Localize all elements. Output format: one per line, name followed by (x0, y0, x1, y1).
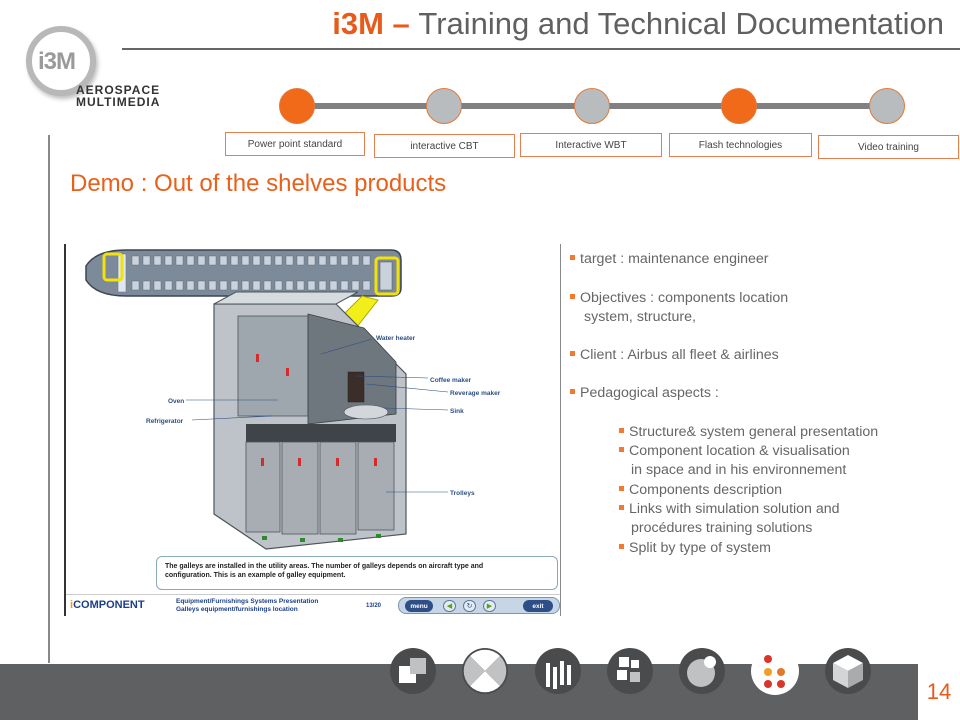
cross-wheel-icon[interactable] (460, 646, 510, 696)
module-title-line-1: Equipment/Furnishings Systems Presentati… (176, 598, 319, 605)
bullet-square-icon (619, 427, 624, 433)
galley-description-line-1: The galleys are installed in the utility… (165, 563, 484, 570)
step-label-interactive-wbt[interactable]: Interactive WBT (520, 133, 662, 157)
bullet-objectives: Objectives : components location (570, 289, 788, 308)
bars-icon[interactable] (533, 646, 583, 696)
bullet-target: target : maintenance engineer (570, 250, 769, 269)
next-arrow-icon[interactable]: ▶ (483, 600, 496, 612)
logo-line-1: AEROSPACE (76, 83, 161, 97)
galley-illustration: Water heater Coffee maker Reverage maker… (85, 249, 501, 550)
exit-button[interactable]: exit (523, 600, 553, 612)
bullet-square-icon (619, 446, 624, 452)
sub-bullet-location-cont: in space and in his environnement (631, 462, 847, 478)
step-dot-interactive-cbt[interactable] (426, 88, 462, 124)
bullet-square-icon (570, 293, 575, 299)
sub-bullet-structure: Structure& system general presentation (619, 423, 878, 442)
cube-icon[interactable] (823, 646, 873, 696)
galley-unit (213, 291, 407, 550)
step-dot-interactive-wbt[interactable] (574, 88, 610, 124)
label-refrigerator: Refrigerator (146, 418, 184, 425)
label-trolleys: Trolleys (450, 490, 475, 497)
sub-bullet-links-text: Links with simulation solution and (629, 501, 840, 517)
screenshot-footer: iCOMPONENT Equipment/Furnishings Systems… (66, 594, 560, 616)
step-dot-video[interactable] (869, 88, 905, 124)
label-sink: Sink (450, 408, 464, 415)
menu-button[interactable]: menu (405, 600, 433, 612)
company-logo: i3M AEROSPACE MULTIMEDIA (18, 22, 168, 122)
step-label-flash[interactable]: Flash technologies (669, 133, 812, 157)
step-label-power-point[interactable]: Power point standard (225, 132, 365, 156)
bullet-square-icon (570, 350, 575, 356)
bullet-square-icon (619, 504, 624, 510)
module-title: Equipment/Furnishings Systems Presentati… (176, 598, 318, 614)
overlap-squares-icon[interactable] (388, 646, 438, 696)
sub-bullet-links: Links with simulation solution and (619, 500, 840, 519)
sub-bullet-split-text: Split by type of system (629, 540, 771, 556)
bullet-pedagogical: Pedagogical aspects : (570, 384, 719, 403)
step-label-interactive-cbt[interactable]: interactive CBT (374, 134, 515, 158)
step-dot-flash[interactable] (721, 88, 757, 124)
grid-blocks-icon[interactable] (605, 646, 655, 696)
sub-bullet-description: Components description (619, 481, 782, 500)
title-dash: – (383, 6, 419, 41)
replay-icon[interactable]: ↻ (463, 600, 476, 612)
bullet-client-text: Client : Airbus all fleet & airlines (580, 347, 779, 363)
bullet-square-icon (570, 388, 575, 394)
module-page-indicator: 13/20 (366, 603, 382, 609)
bullet-square-icon (619, 543, 624, 549)
bullet-client: Client : Airbus all fleet & airlines (570, 346, 779, 365)
sphere-icon[interactable] (677, 646, 727, 696)
bullet-objectives-cont: system, structure, (584, 309, 696, 325)
bullet-target-text: target : maintenance engineer (580, 251, 769, 267)
bullet-square-icon (570, 254, 575, 260)
label-water-heater: Water heater (376, 335, 416, 342)
left-divider (48, 135, 50, 663)
label-coffee-maker: Coffee maker (430, 377, 472, 384)
component-brand-i: i (70, 599, 74, 611)
title-brand: i3M (332, 6, 384, 41)
dots-icon[interactable] (750, 646, 800, 696)
callout-leaders (186, 338, 449, 493)
bullet-pedagogical-text: Pedagogical aspects : (580, 385, 719, 401)
step-dot-power-point[interactable] (279, 88, 315, 124)
page-number: 14 (918, 664, 960, 720)
sub-bullet-location: Component location & visualisation (619, 442, 850, 461)
aircraft-plan (85, 249, 402, 297)
sub-bullet-split: Split by type of system (619, 539, 771, 558)
sub-bullet-links-cont: procédures training solutions (631, 520, 813, 536)
label-oven: Oven (168, 398, 184, 405)
sub-bullet-location-text: Component location & visualisation (629, 443, 850, 459)
section-title: Demo : Out of the shelves products (70, 170, 447, 197)
logo-ring (26, 26, 96, 96)
bullet-objectives-text: Objectives : components location (580, 290, 789, 306)
component-brand-text: COMPONENT (73, 599, 145, 611)
step-label-video[interactable]: Video training (818, 135, 959, 159)
label-beverage-maker: Reverage maker (450, 390, 501, 397)
module-title-line-2: Galleys equipment/furnishings location (176, 606, 298, 613)
title-text: Training and Technical Documentation (418, 6, 944, 41)
galley-description-line-2: configuration. This is an example of gal… (165, 572, 346, 579)
page-title: i3M – Training and Technical Documentati… (332, 6, 944, 42)
sub-bullet-structure-text: Structure& system general presentation (629, 424, 879, 440)
logo-wordmark: AEROSPACE MULTIMEDIA (76, 84, 160, 108)
galley-description-box: The galleys are installed in the utility… (156, 556, 558, 590)
component-brand: iCOMPONENT (70, 599, 145, 611)
header-divider (122, 48, 960, 50)
sub-bullet-description-text: Components description (629, 482, 782, 498)
bullet-square-icon (619, 485, 624, 491)
prev-arrow-icon[interactable]: ◀ (443, 600, 456, 612)
logo-line-2: MULTIMEDIA (76, 95, 161, 109)
logo-mark: i3M (38, 48, 76, 75)
product-screenshot: Water heater Coffee maker Reverage maker… (64, 244, 561, 616)
module-nav-bar: menu ◀ ↻ ▶ exit (398, 597, 560, 614)
